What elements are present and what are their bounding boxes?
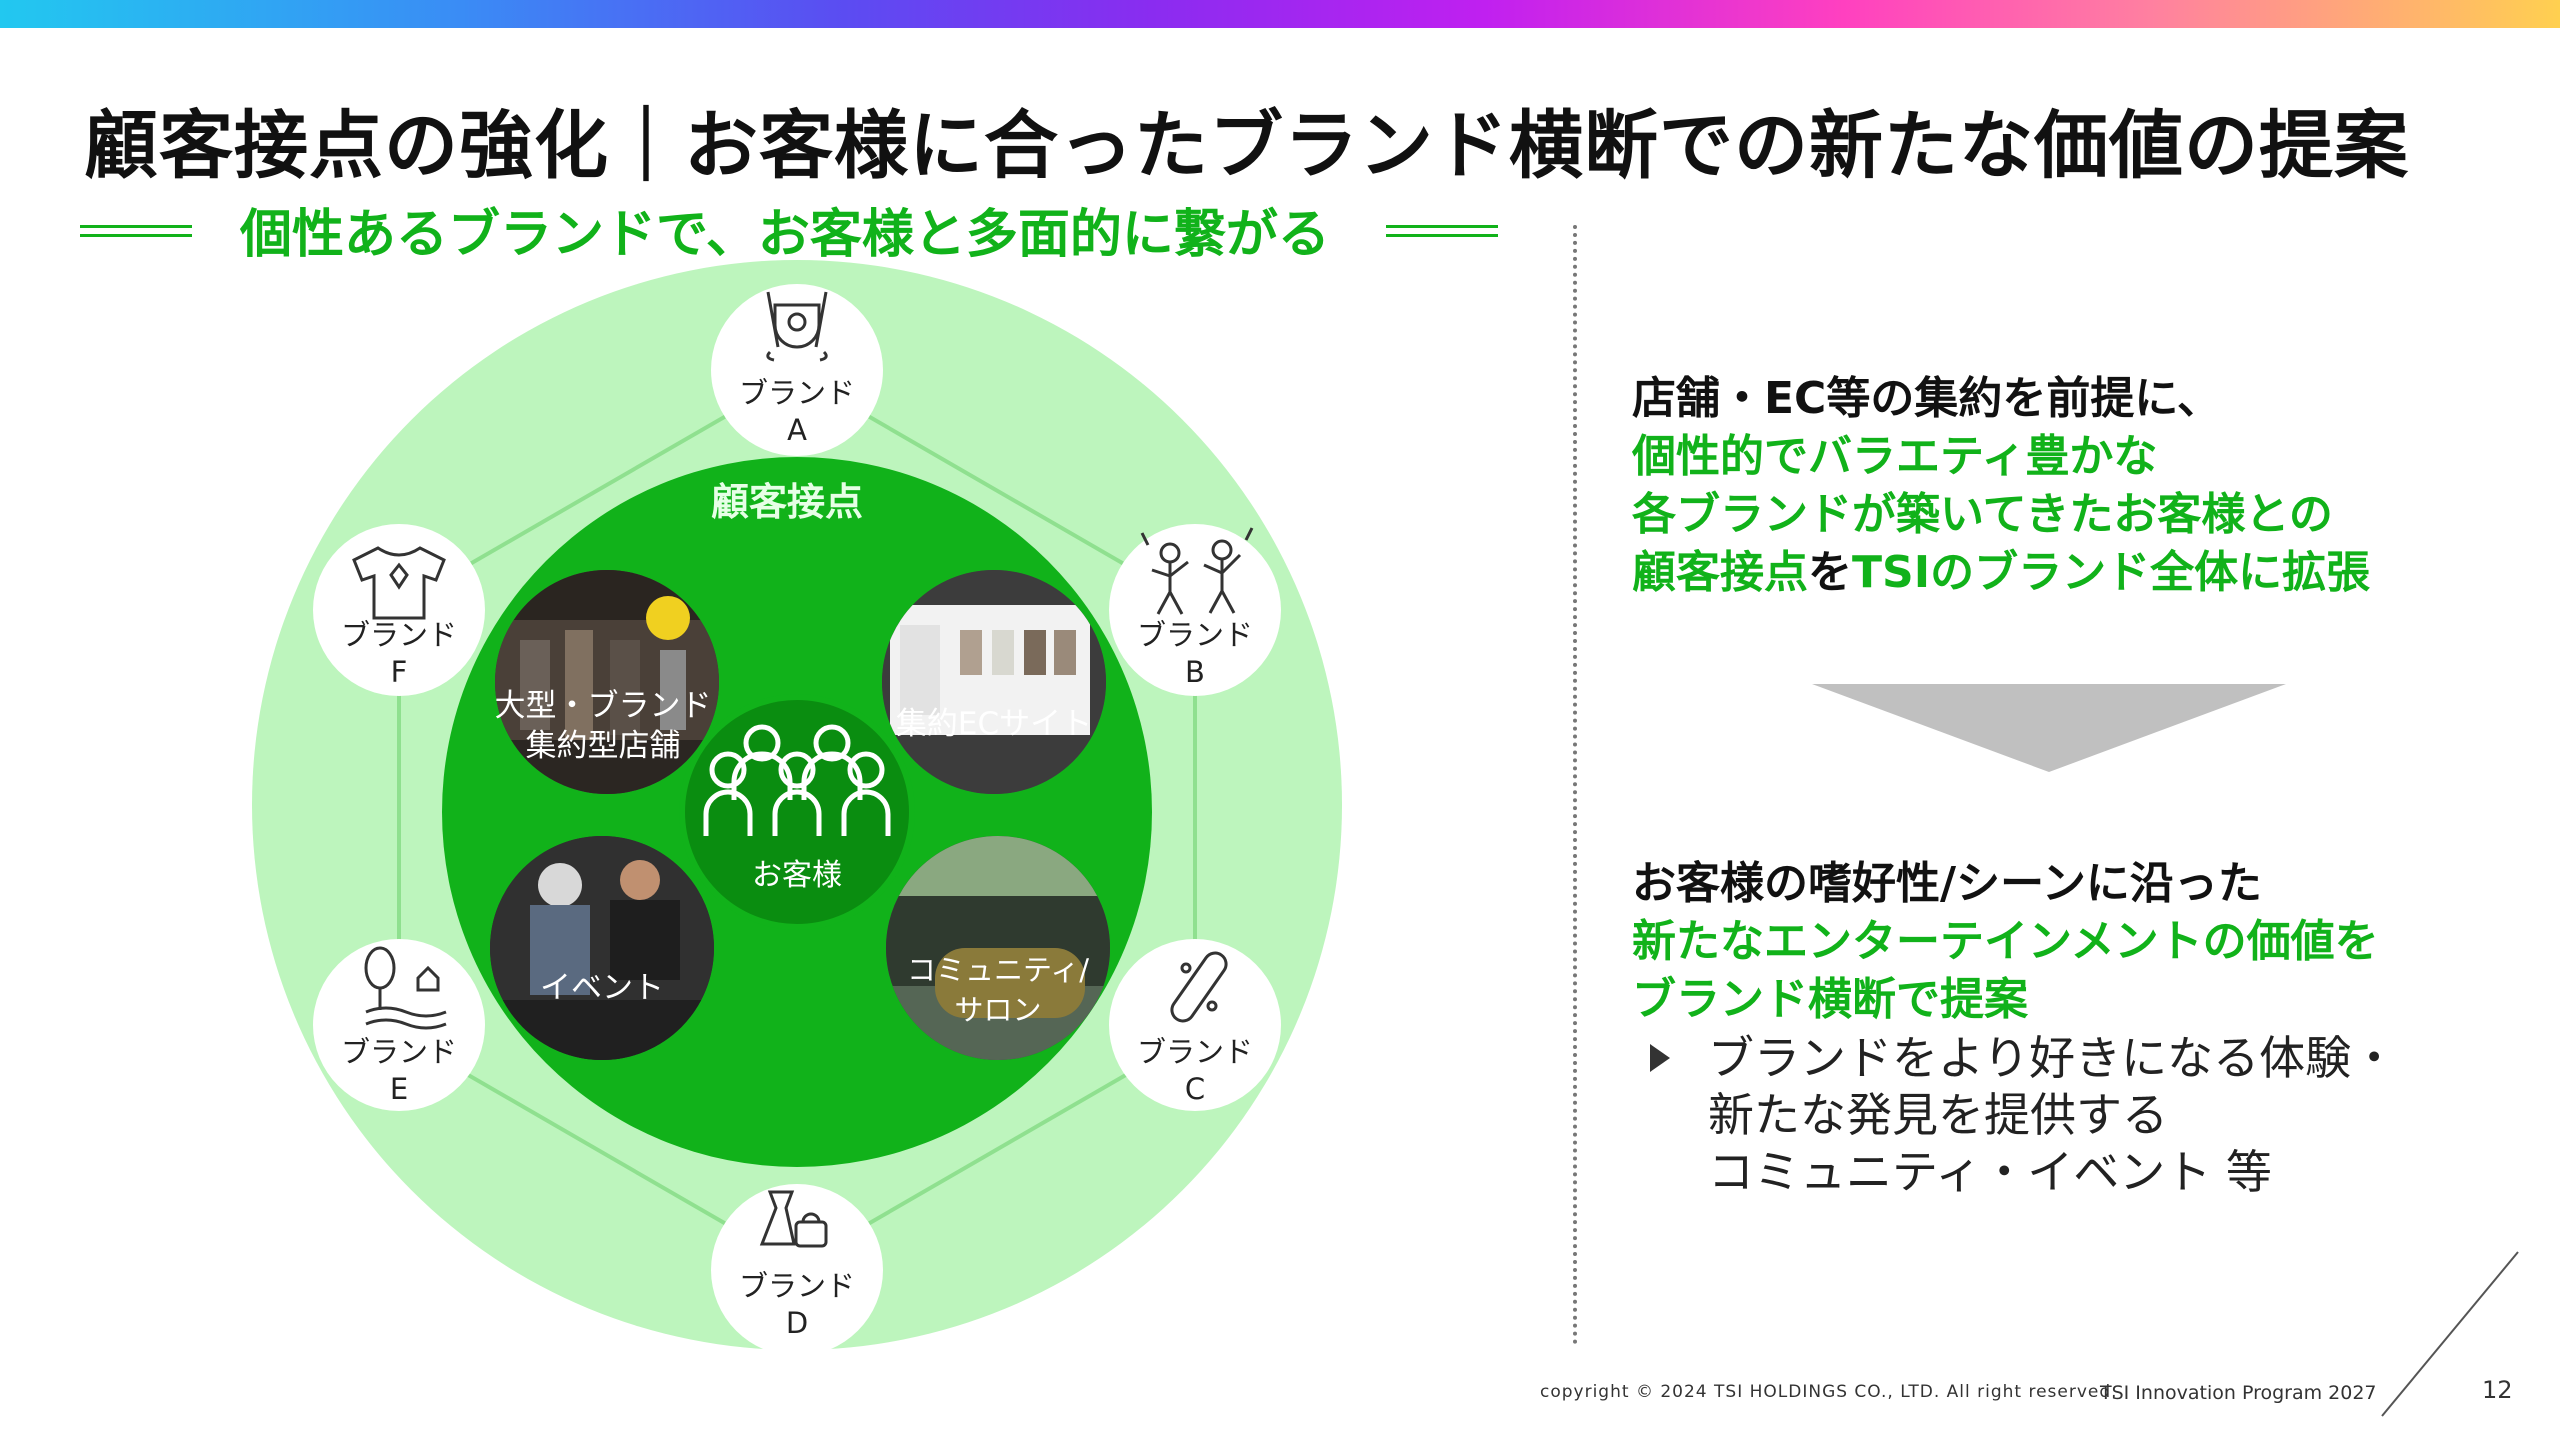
golf-shield-icon [766,291,828,362]
nature-river-icon [364,946,447,1030]
brand-a-letter: A [787,413,807,447]
brand-node-d: ブランド D [711,1184,883,1356]
message-1-line-2: 個性的でバラエティ豊かな [1632,431,2158,482]
brand-d-prefix: ブランド [739,1269,855,1303]
message-2-line-1: お客様の嗜好性/シーンに沿った [1632,858,2262,909]
message-1-line-4: 顧客接点をTSIのブランド全体に拡張 [1632,544,2370,602]
brand-node-b: ブランド B [1109,524,1281,696]
touchpoint-community-line1: コミュニティ/ [907,953,1089,987]
customers-icon [703,724,891,836]
subtitle-rule-right [1386,225,1498,237]
vertical-divider [1573,225,1577,1345]
brand-a-prefix: ブランド [739,376,855,410]
brand-node-a: ブランド A [711,284,883,456]
touchpoint-event-line1: イベント [540,970,664,1006]
dancing-people-icon [1140,527,1254,615]
message-2-line-3: ブランド横断で提案 [1632,974,2028,1025]
customer-center: お客様 [679,694,915,930]
brand-e-prefix: ブランド [341,1035,457,1069]
brand-f-prefix: ブランド [341,618,457,652]
touchpoint-ec: 集約ECサイト [882,570,1106,794]
down-arrow [1812,684,2286,772]
brand-b-letter: B [1185,655,1205,689]
inner-ring-label: 顧客接点 [711,480,863,524]
message-block-2: お客様の嗜好性/シーンに沿った 新たなエンターテインメントの価値を ブランド横断… [1632,855,2379,1029]
brand-c-letter: C [1185,1072,1205,1106]
copyright: copyright © 2024 TSI HOLDINGS CO., LTD. … [1540,1382,2118,1402]
brand-c-prefix: ブランド [1137,1035,1253,1069]
brand-b-prefix: ブランド [1137,618,1253,652]
brand-e-letter: E [390,1072,408,1106]
brand-f-letter: F [391,655,408,689]
subtitle-row: 個性あるブランドで、お客様と多面的に繋がる [80,192,1520,265]
footer-slash [2381,1251,2519,1417]
message-1-line-4-b: を [1808,547,1852,598]
page-number: 12 [2482,1376,2513,1404]
brand-node-c: ブランド C [1109,939,1281,1111]
program-name: TSI Innovation Program 2027 [2100,1382,2377,1404]
page-title: 顧客接点の強化｜お客様に合ったブランド横断での新たな価値の提案 [84,103,2409,189]
tshirt-icon [352,546,446,620]
touchpoint-community-line2: サロン [954,993,1041,1027]
bullet-line-2: 新たな発見を提供する [1708,1088,2168,1142]
customer-label: お客様 [752,858,842,893]
message-1-line-1: 店舗・EC等の集約を前提に、 [1632,373,2222,424]
brand-node-e: ブランド E [313,939,485,1111]
touchpoint-store-line2: 集約型店舗 [526,728,681,764]
bullet-line-1: ブランドをより好きになる体験・ [1708,1031,2398,1085]
brand-d-letter: D [786,1306,808,1340]
touchpoint-diagram: 顧客接点 大型・ブランド 集約型店舗 集約ECサイト [252,260,1342,1356]
touchpoint-ec-line1: 集約ECサイト [896,706,1092,742]
dress-bag-icon [759,1190,828,1248]
message-2-line-2: 新たなエンターテインメントの価値を [1632,916,2379,967]
bullet-line-3: コミュニティ・イベント 等 [1708,1145,2272,1199]
message-block-1: 店舗・EC等の集約を前提に、 個性的でバラエティ豊かな 各ブランドが築いてきたお… [1632,370,2370,602]
message-1-line-3: 各ブランドが築いてきたお客様との [1632,489,2333,540]
touchpoint-event: イベント [490,836,714,1060]
message-1-line-4-a: 顧客接点 [1632,547,1808,598]
subtitle: 個性あるブランドで、お客様と多面的に繋がる [240,205,1330,265]
top-gradient-bar [0,0,2560,28]
touchpoint-store-line1: 大型・ブランド [495,688,712,724]
bullet-triangle-icon [1650,1044,1670,1072]
brand-node-f: ブランド F [313,524,485,696]
skateboard-icon [1170,951,1228,1023]
message-1-line-4-c: TSIのブランド全体に拡張 [1852,547,2371,598]
subtitle-rule-left [80,225,192,237]
